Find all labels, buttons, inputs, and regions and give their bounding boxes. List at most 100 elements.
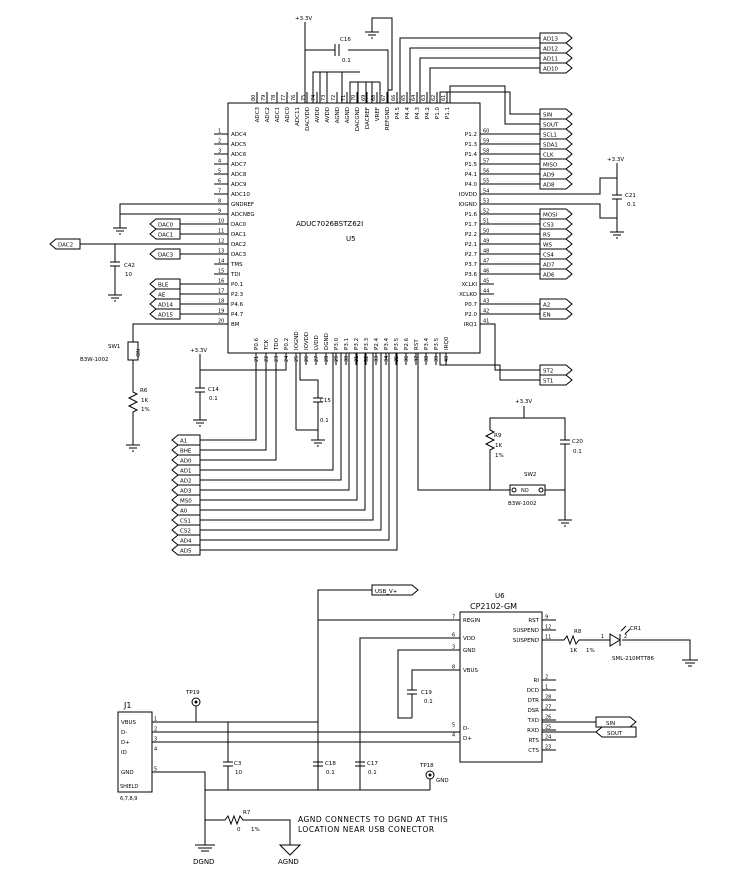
c20-val: 0.1 — [573, 449, 582, 455]
net-ad3-label: AD3 — [180, 489, 192, 495]
u5-pin-name: TDO — [274, 337, 280, 351]
u5-pin-number: 65 — [401, 95, 407, 101]
u5-pin-name: P1.1 — [445, 107, 451, 119]
u5-pin-number: 24 — [284, 356, 290, 362]
net-ad10-flag — [539, 62, 573, 74]
j1-pin-number: 4 — [154, 747, 157, 753]
sw2-part: B3W-1002 — [508, 501, 536, 507]
u5-pin-number: 75 — [301, 95, 307, 101]
u5-pin-number: 46 — [483, 269, 489, 275]
u6-pin-name: DSR — [527, 708, 539, 714]
net-cs3-label: CS3 — [543, 223, 554, 229]
net-st2-flag — [539, 364, 573, 376]
u6-pin-number: 1 — [545, 685, 548, 691]
u5-pin-name: P0.2 — [284, 338, 290, 350]
r6-val: 1K — [141, 398, 148, 404]
u6-pin-name: RST — [528, 618, 539, 624]
net-dac3-label: DAC3 — [158, 253, 174, 259]
j1-pin-name: GND — [121, 770, 134, 776]
net-ad9-flag — [539, 168, 573, 180]
u5-pin-name: P3.1 — [344, 338, 350, 350]
j1-ref-label: J1 — [123, 701, 131, 710]
r8-val: 1K — [570, 648, 577, 654]
u5-pin-name: P1.2 — [465, 132, 477, 138]
net-a2-label: A2 — [543, 303, 550, 309]
usb-sout-label: SOUT — [607, 731, 623, 737]
net-en-flag — [539, 308, 573, 320]
dgnd-label: DGND — [193, 858, 214, 866]
c21-ref: C21 — [625, 193, 636, 199]
u6-ref-label: U6 — [495, 592, 505, 600]
u5-pin-number: 47 — [483, 259, 489, 265]
r6-tol: 1% — [141, 407, 150, 413]
u5-pin-name: ADC5 — [231, 142, 247, 148]
u5-pin-name: P2.7 — [465, 252, 478, 258]
net-a2-flag — [539, 298, 573, 310]
u6-pin-name: RTS — [529, 738, 540, 744]
u6-pin-name: CTS — [528, 748, 539, 754]
u5-pin-number: 60 — [483, 129, 489, 135]
u5-pin-name: ADC6 — [231, 152, 247, 158]
u6-pin-number: 24 — [545, 735, 551, 741]
tp19-ref: TP19 — [185, 690, 200, 696]
u5-pin-name: P0.1 — [231, 282, 243, 288]
u6-pin-name: VDD — [463, 636, 475, 642]
r8-tol: 1% — [586, 648, 595, 654]
u6-pin-number: 4 — [452, 733, 455, 739]
net-scl1-label: SCL1 — [543, 133, 557, 139]
u5-pin-name: DACVDD — [305, 107, 311, 131]
u6-pin-name: VBUS — [463, 668, 479, 674]
u5-ref-label: U5 — [346, 235, 356, 243]
u5-pin-number: 69 — [361, 95, 367, 101]
note-line-1: AGND CONNECTS TO DGND AT THIS — [298, 815, 448, 824]
u5-pin-number: 20 — [218, 319, 224, 325]
u6-pin-name: RI — [534, 678, 540, 684]
u5-pin-number: 28 — [324, 356, 330, 362]
net-ms0-label: MS0 — [180, 499, 192, 505]
u5-pin-name: ADC3 — [255, 107, 261, 123]
u5-pin-number: 10 — [218, 219, 224, 225]
u5-pin-number: 3 — [218, 149, 221, 155]
v33-label-c14: +3.3V — [190, 348, 207, 354]
u5-pin-name: P2.1 — [465, 242, 477, 248]
net-ad10-label: AD10 — [543, 67, 558, 73]
net-cs2-label: CS2 — [180, 529, 191, 535]
u5-pin-name: P3.2 — [354, 338, 360, 350]
net-sout-flag — [539, 118, 573, 130]
right-net-group: SINSOUTSCL1SDA1CLKMISOAD9AD8MOSICS3RSWSC… — [539, 108, 573, 386]
cr1-led-symbol — [609, 633, 621, 647]
j1-pin-name: D- — [121, 730, 127, 736]
net-dac1-label: DAC1 — [158, 233, 173, 239]
u5-pin-number: 2 — [218, 139, 221, 145]
u5-pin-name: ADC11 — [295, 107, 301, 126]
sw1-ref: SW1 — [108, 344, 120, 350]
net-ws-flag — [539, 238, 573, 250]
u6-pin-number: 28 — [545, 695, 551, 701]
u5-pin-number: 13 — [218, 249, 224, 255]
u6-pin-name: D- — [463, 726, 469, 732]
c3-ref: C3 — [234, 761, 242, 767]
net-ad9-label: AD9 — [543, 173, 555, 179]
u5-pin-name: ADC9 — [231, 182, 247, 188]
u5-pin-number: 36 — [404, 356, 410, 362]
u5-pin-number: 30 — [344, 356, 350, 362]
net-miso-flag — [539, 158, 573, 170]
u5-pin-name: ADC8 — [231, 172, 247, 178]
net-rs-label: RS — [543, 233, 551, 239]
net-clk-label: CLK — [543, 153, 554, 159]
v33-label-r9: +3.3V — [515, 399, 532, 405]
u5-pin-number: 26 — [304, 356, 310, 362]
u5-pin-number: 43 — [483, 299, 489, 305]
net-dac0-label: DAC0 — [158, 223, 174, 229]
j1-pin-name: D+ — [121, 740, 130, 746]
net-miso-label: MISO — [543, 163, 558, 169]
r7-ref: R7 — [243, 810, 251, 816]
net-ae-label: AE — [158, 293, 166, 299]
j1-shield-label: SHIELD — [120, 784, 138, 790]
u5-pin-name: P1.0 — [435, 107, 441, 120]
u5-pin-number: 15 — [218, 269, 224, 275]
net-bhe-label: BHE — [180, 449, 192, 455]
net-sin-flag — [539, 108, 573, 120]
u5-pin-name: AGND — [345, 107, 351, 123]
